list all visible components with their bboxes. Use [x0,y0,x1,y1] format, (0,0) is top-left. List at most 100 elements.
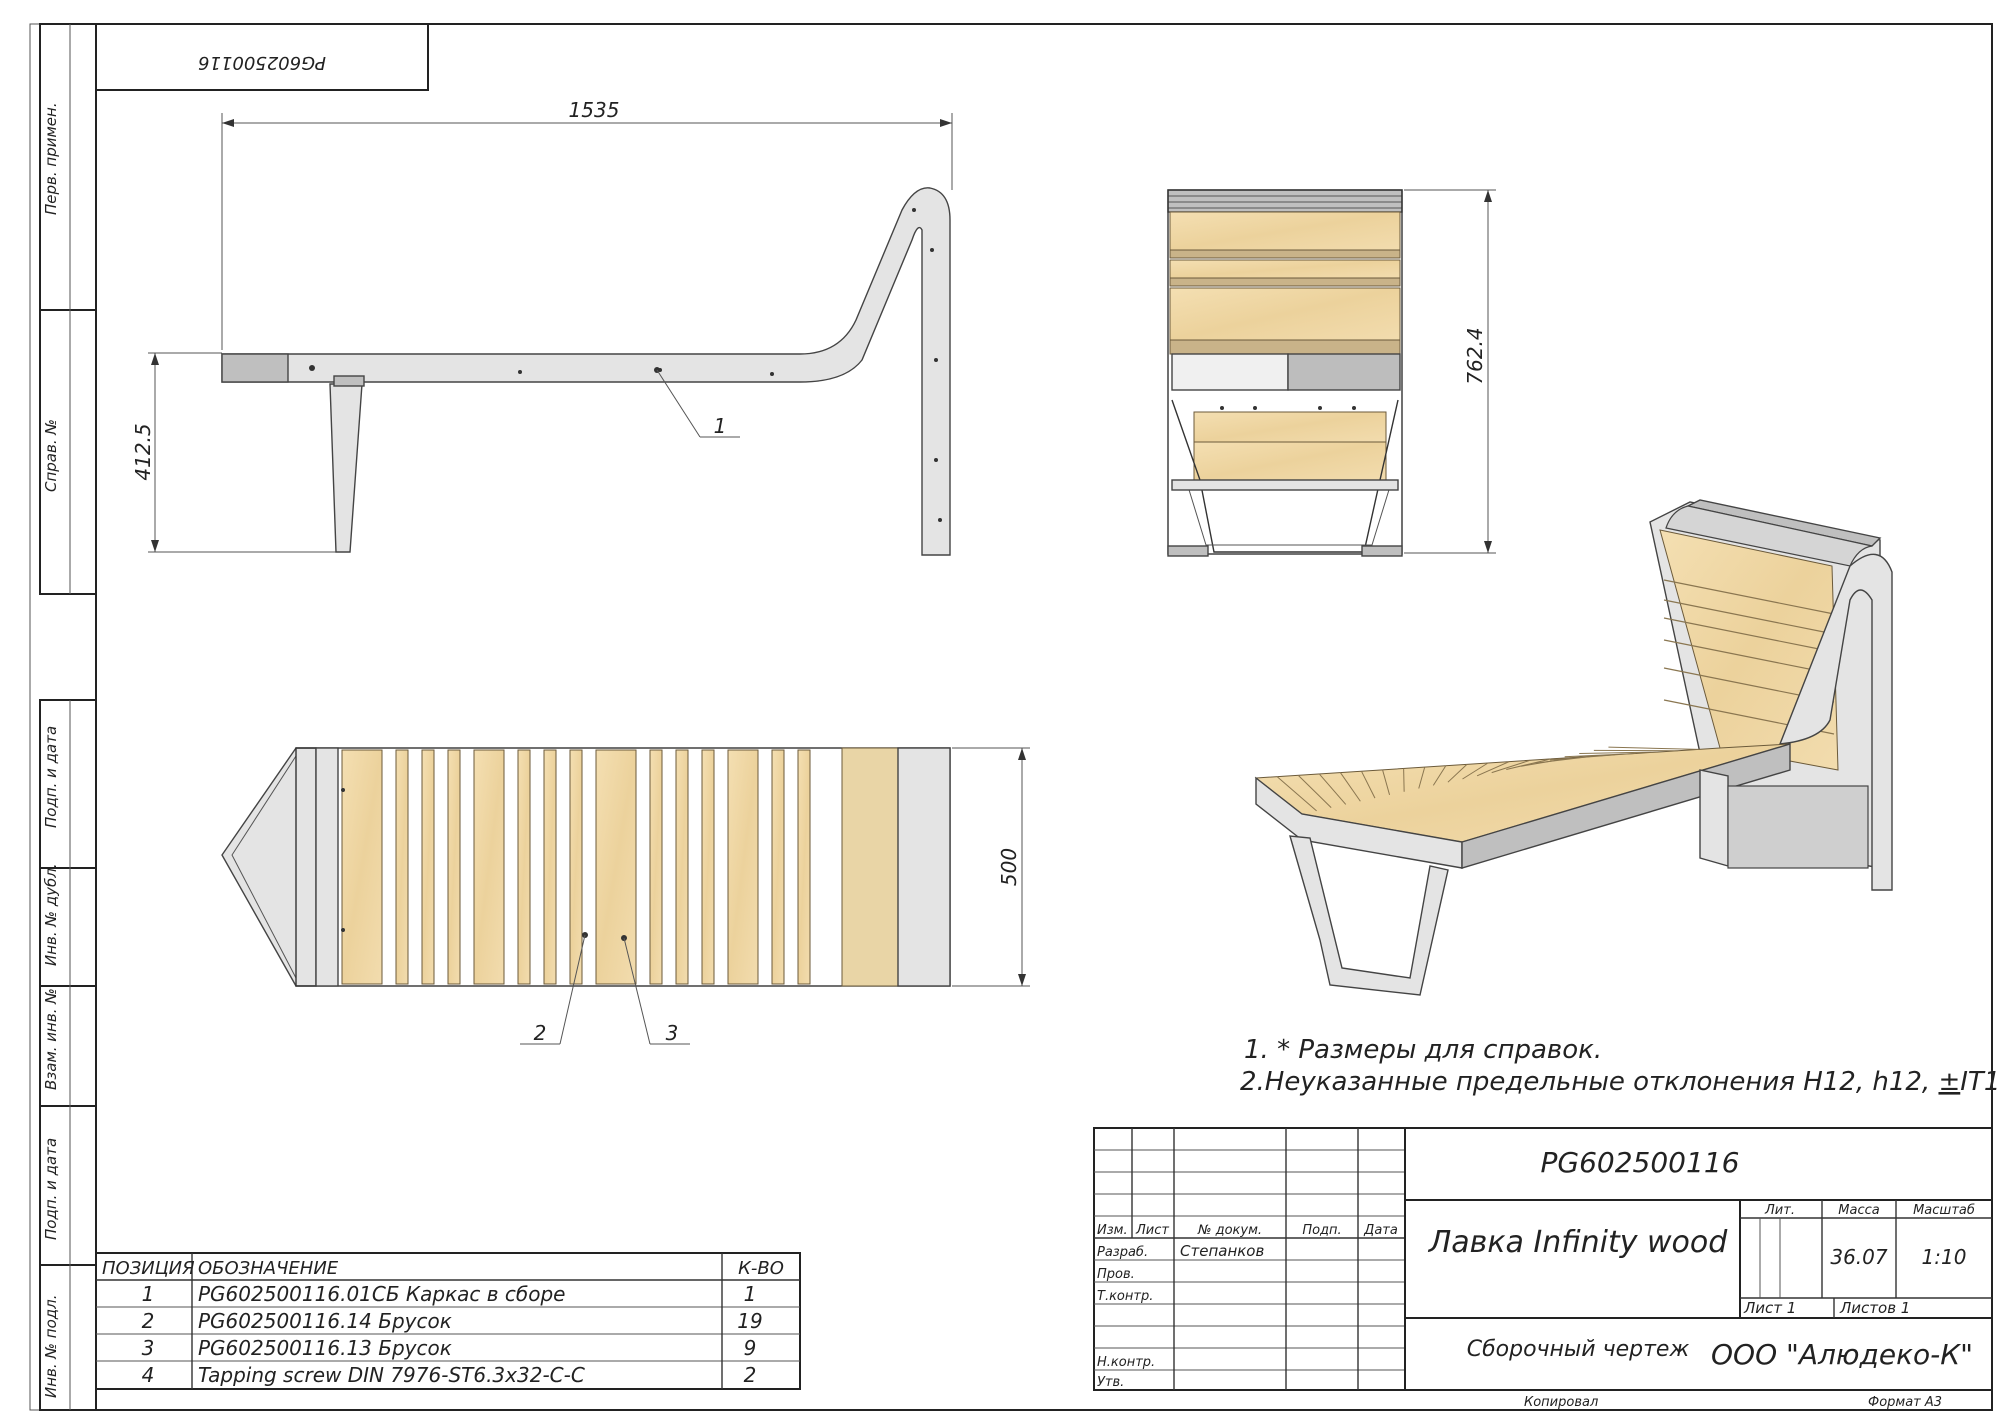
iso-seat-slat-line [1318,773,1347,805]
strip-label-podp-1: Подп. и дата [42,726,60,828]
tb-mass: 36.07 [1830,1245,1888,1269]
tb-doc-number: PG602500116 [1541,1146,1740,1179]
tb-product-name: Лавка Infinity wood [1428,1225,1729,1260]
iso-seat-slat-line [1361,770,1376,799]
tb-list: Лист [1135,1223,1169,1238]
inverted-stamp-text: PG602500116 [198,52,326,73]
table-row-3-position: 3 [142,1336,155,1360]
table-header-position: ПОЗИЦИЯ [102,1258,195,1279]
tb-scale-label: Масштаб [1913,1203,1975,1218]
top-slat [569,749,583,985]
tb-lit-label: Лит. [1764,1203,1795,1218]
table-row-2-qty: 19 [737,1309,762,1333]
table-row-4-designation: Tapping screw DIN 7976-ST6.3x32-C-C [198,1363,585,1387]
notes: 1. * Размеры для справок. 2.Неуказанные … [1240,1035,2000,1097]
title-block: Изм. Лист № докум. Подп. Дата Разраб. Ст… [1093,1127,1993,1410]
iso-seat-slat-line [1608,746,1699,750]
tb-developer-name: Степанков [1180,1242,1264,1260]
tb-scale: 1:10 [1922,1245,1967,1269]
strip-label-inv-dubl: Инв. № дубл. [42,863,60,966]
iso-seat-slat-line [1491,759,1531,774]
top-slat [771,749,785,985]
top-slat [649,749,663,985]
strip-label-inv-podl: Инв. № подл. [42,1295,60,1398]
iso-seat-slat-line [1382,769,1391,796]
top-slat [421,749,435,985]
inverted-stamp: PG602500116 [95,23,429,91]
iso-seat-slat-line [1579,751,1657,755]
table-header-qty: К-ВО [738,1258,784,1279]
table-row-3-qty: 9 [744,1336,757,1360]
table-row-1-qty: 1 [744,1282,757,1306]
table-row-4-qty: 2 [744,1363,757,1387]
iso-seat-slat-line [1447,763,1468,783]
note-1: 1. * Размеры для справок. [1244,1035,1602,1065]
tb-role-approved: Утв. [1097,1375,1124,1390]
top-slat [447,749,461,985]
top-view: 500 2 3 [221,747,1030,1045]
tb-sheet: Лист 1 [1743,1299,1796,1317]
table-row-2-designation: PG602500116.14 Брусок [198,1309,452,1333]
note-2-prefix: 2.Неуказанные предельные отклонения H12,… [1240,1067,1938,1097]
tb-mass-label: Масса [1838,1203,1879,1218]
table-row-1-designation: PG602500116.01СБ Каркас в сборе [198,1282,565,1306]
top-slat [675,749,689,985]
iso-back-slat-line [1663,617,1835,653]
iso-seat-slat-line [1276,776,1317,812]
table-row-1-position: 1 [142,1282,155,1306]
iso-seat-slat-line [1339,772,1361,802]
tb-doc-type: Сборочный чертеж [1467,1337,1690,1362]
callout-3: 3 [666,1021,679,1045]
note-2: 2.Неуказанные предельные отклонения H12,… [1240,1067,2000,1097]
note-2-plusminus: ± [1938,1067,1960,1097]
tb-copied: Копировал [1524,1395,1598,1410]
iso-seat-slat-line [1462,762,1489,780]
strip-label-vzam: Взам. инв. № [42,988,60,1090]
iso-seat-slat-line [1550,754,1615,761]
top-slat [701,749,715,985]
top-slat [473,749,505,985]
iso-seat-slat-line [1476,761,1510,777]
top-slat [797,749,811,985]
tb-company: ООО "Алюдеко-К" [1711,1338,1973,1371]
isometric-view [1254,499,1893,996]
top-slat [395,749,409,985]
table-row-3-designation: PG602500116.13 Брусок [198,1336,452,1360]
top-slat [341,749,383,985]
iso-seat-slat-line [1418,766,1426,789]
parts-table: ПОЗИЦИЯ ОБОЗНАЧЕНИЕ К-ВО 1 PG602500116.0… [95,1252,801,1390]
strip-label-sprav: Справ. № [42,419,60,492]
iso-seat-slat-line [1297,774,1332,808]
iso-back-slat-line [1663,639,1835,675]
top-slat [595,749,637,985]
dim-top-width: 500 [997,848,1021,886]
left-strip: Перв. примен. Справ. № Подп. и дата Инв.… [39,23,97,1411]
dim-side-height: 412.5 [131,423,155,480]
iso-seat-slats [1276,746,1699,812]
front-view: 762.4 [1167,189,1496,557]
side-view: 1535 412.5 1 [131,98,953,556]
dim-side-length: 1535 [569,98,620,122]
table-row-2-position: 2 [142,1309,155,1333]
iso-back-slat-line [1663,599,1835,635]
strip-label-podp-2: Подп. и дата [42,1138,60,1240]
tb-role-checked: Пров. [1097,1267,1135,1282]
tb-role-norm-control: Н.контр. [1097,1355,1155,1370]
tb-sign: Подп. [1302,1223,1341,1238]
top-slat [727,749,759,985]
tb-role-tech-control: Т.контр. [1097,1289,1153,1304]
table-row-4-position: 4 [142,1363,155,1387]
iso-seat-slat-line [1432,765,1447,786]
iso-back-slat-line [1663,579,1835,615]
callout-1: 1 [714,414,727,438]
tb-date: Дата [1363,1223,1398,1238]
dim-front-height: 762.4 [1463,327,1487,384]
table-header-designation: ОБОЗНАЧЕНИЕ [198,1258,339,1279]
top-slat [517,749,531,985]
iso-seat-slat-line [1403,768,1405,792]
callout-2: 2 [534,1021,547,1045]
tb-sheets: Листов 1 [1839,1299,1910,1317]
tb-format: Формат А3 [1868,1395,1942,1410]
iso-seat-slat-line [1506,758,1552,770]
